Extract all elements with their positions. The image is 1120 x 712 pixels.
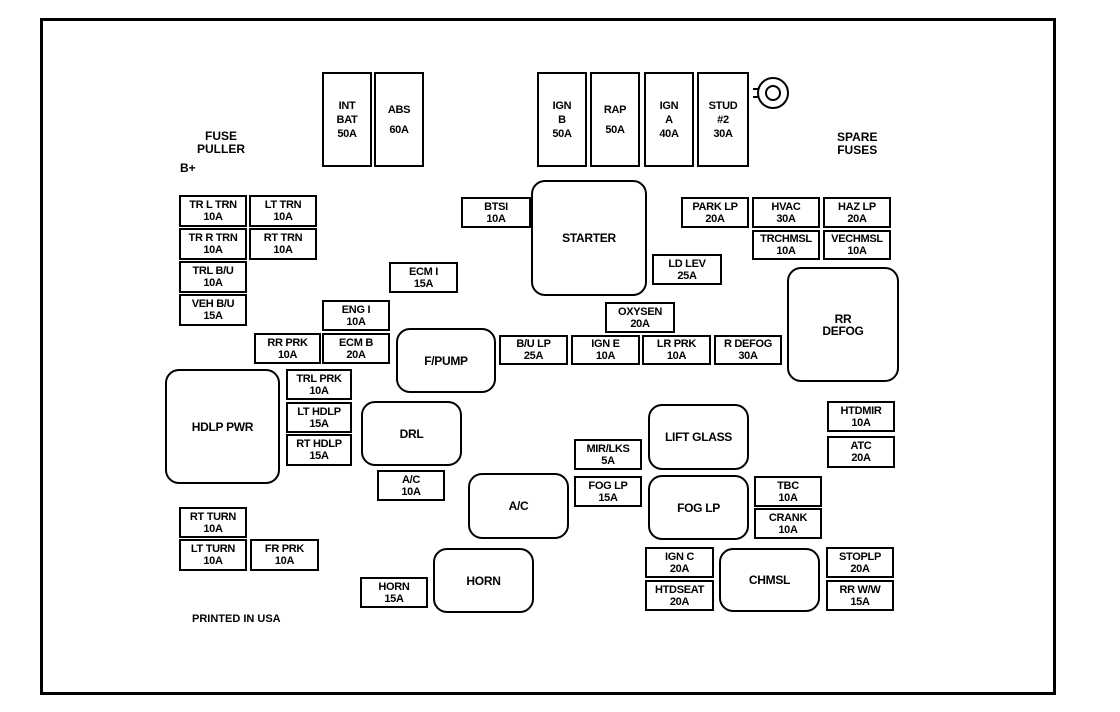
b-plus-label: B+ — [180, 161, 196, 175]
relay-fpump[interactable]: F/PUMP — [396, 328, 496, 393]
relay-rr-defog[interactable]: RR DEFOG — [787, 267, 899, 382]
relay-hdlp-pwr[interactable]: HDLP PWR — [165, 369, 280, 484]
printed-in-usa-label: PRINTED IN USA — [192, 613, 281, 625]
fuse-block-frame — [40, 18, 1056, 695]
relay-horn[interactable]: HORN — [433, 548, 534, 613]
relay-chmsl[interactable]: CHMSL — [719, 548, 820, 612]
relay-drl[interactable]: DRL — [361, 401, 462, 466]
spare-fuses-label: SPARE FUSES — [837, 130, 878, 157]
relay-starter[interactable]: STARTER — [531, 180, 647, 296]
stud-terminal-icon — [753, 77, 789, 109]
fuse-puller-label: FUSE PULLER — [197, 129, 245, 156]
relay-ac[interactable]: A/C — [468, 473, 569, 539]
relay-lift-glass[interactable]: LIFT GLASS — [648, 404, 749, 470]
relay-fog-lp[interactable]: FOG LP — [648, 475, 749, 540]
